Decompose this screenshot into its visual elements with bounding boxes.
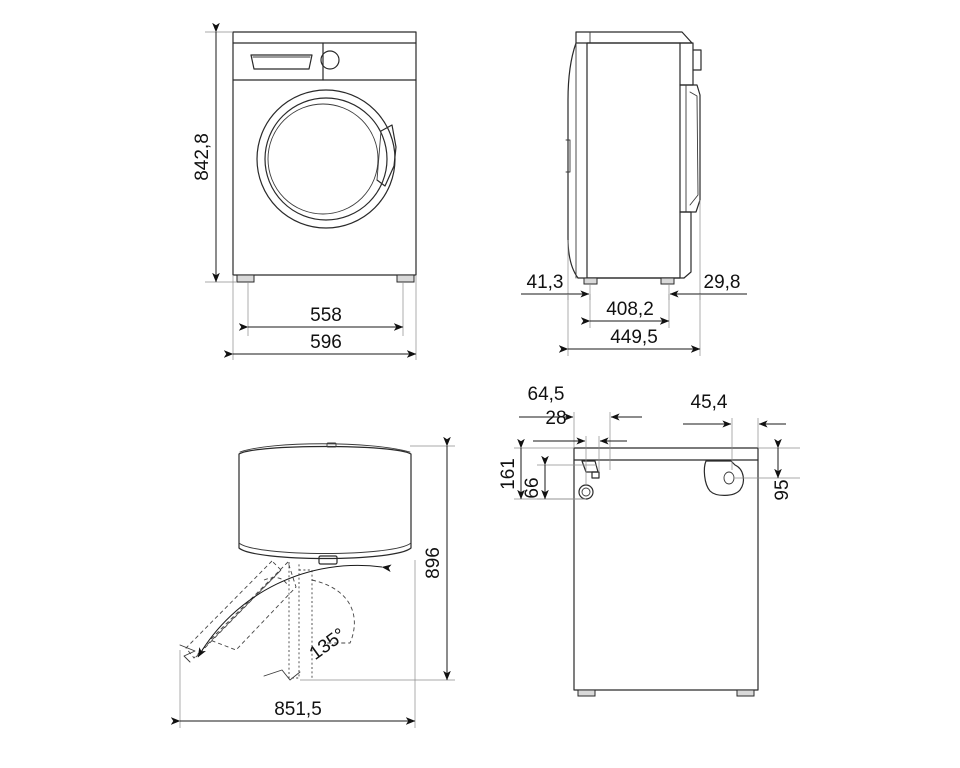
side-front-panel-curve [567,42,579,279]
side-rear-back-cover-inner [689,91,699,206]
rear-foot-left [577,689,596,697]
side-4495-label: 449,5 [610,327,658,348]
rear-161-label: 161 [498,458,519,490]
front-cabinet-body [232,31,417,276]
rear-foot-right [736,689,755,697]
rear-66-label: 66 [522,477,543,498]
top-rear-curve [239,443,411,453]
rear-454-label: 45,4 [691,392,728,413]
door-handle-recess [376,124,397,187]
top-896-label: 896 [423,547,444,579]
side-cabinet-body [586,42,681,279]
side-413-label: 41,3 [527,272,564,293]
rear-28-label: 28 [545,408,566,429]
side-4082-label: 408,2 [606,299,654,320]
rear-95-label: 95 [772,479,793,500]
side-foot-front [583,277,598,285]
top-8515-label: 851,5 [274,699,322,720]
top-front-edge-line [238,542,412,554]
door-tip-marker-bottom [263,669,301,681]
front-height-label: 842,8 [192,133,213,181]
side-worktop [575,31,693,44]
door-latch-tab [318,555,338,565]
side-foot-rear [660,277,675,285]
side-rear-back-cover [679,84,701,213]
control-knob [320,50,340,70]
rear-view: 64,5 28 161 66 45,4 [498,384,800,697]
front-596-label: 596 [310,332,342,353]
front-view: 842,8 558 596 [192,22,417,360]
power-cable-hole [723,471,735,485]
door-swing-arc-135 [197,564,392,658]
top-cabinet-body [238,445,412,560]
top-knob-mark [326,442,337,448]
door-leaf-open-90-panel [299,569,313,678]
door-leaf-intermediate [209,561,297,651]
front-foot-left [236,274,255,283]
side-rear-upper-block [679,42,694,86]
front-foot-right [396,274,415,283]
door-handle-recess-inner [376,130,382,181]
door-porthole-glass [267,103,379,215]
door-tip-marker-left [179,644,196,663]
door-leaf-open-135 [185,560,282,659]
drain-hose-port-inner [581,487,591,497]
water-inlet-spigot [591,471,600,479]
side-rear-lower-panel [679,211,692,279]
top-view-door-open: 135° 896 851,5 [170,436,455,728]
side-view: 41,3 29,8 408,2 449,5 [521,31,747,356]
rear-cabinet-body [573,447,759,691]
power-cable-clip [703,460,745,496]
side-front-panel-notch [565,139,571,173]
door-porthole-inner-ring [264,97,388,221]
detergent-drawer [250,54,313,70]
side-298-label: 29,8 [704,272,741,293]
rear-645-label: 64,5 [528,384,565,405]
side-rear-inlet-tab [692,49,702,71]
front-558-label: 558 [310,305,342,326]
